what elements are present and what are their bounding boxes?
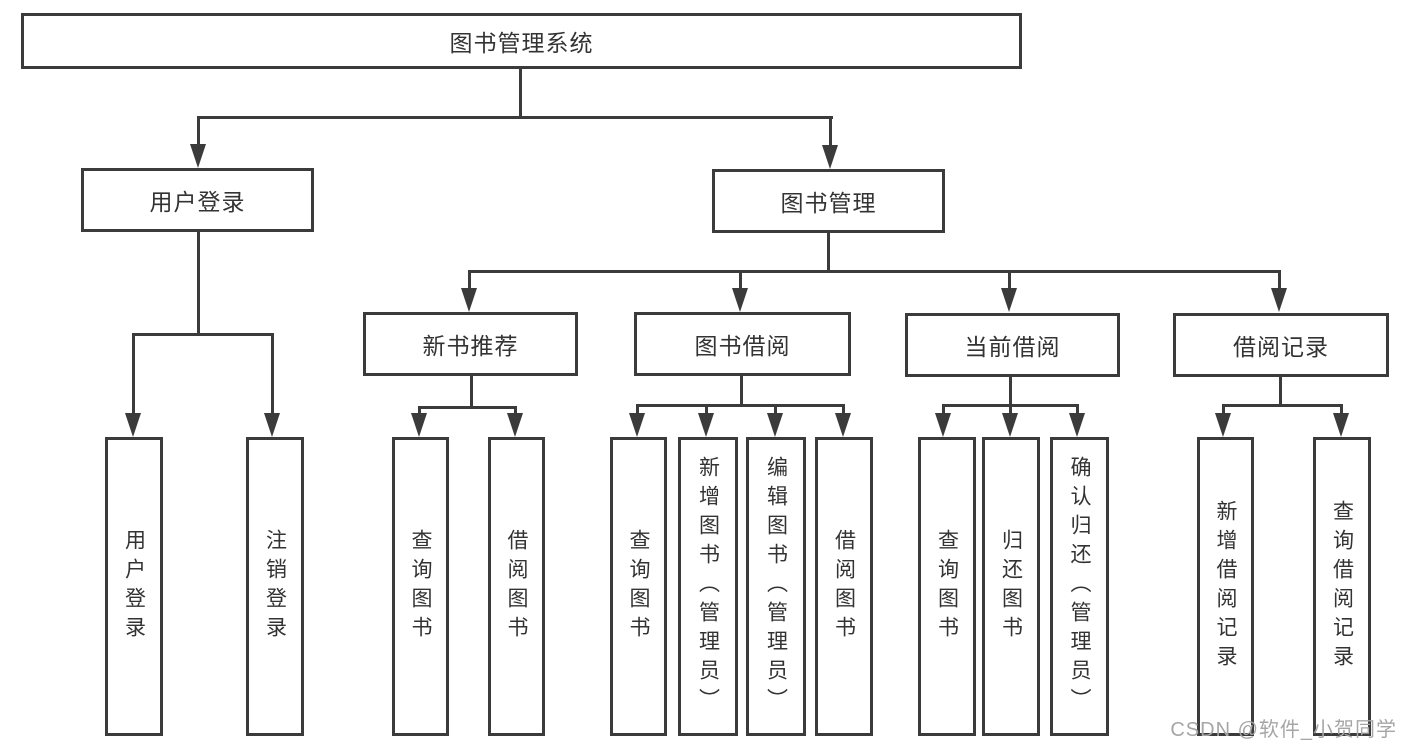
leaf-borrow-books-recommend: 借阅图书 <box>488 437 545 736</box>
arrowhead-icon <box>125 413 141 437</box>
arrowhead-icon <box>935 413 951 437</box>
node-label: 新增借阅记录 <box>1214 499 1237 674</box>
node-label: 借阅图书 <box>505 528 528 645</box>
arrowhead-icon <box>732 288 748 312</box>
node-label: 查询借阅记录 <box>1330 499 1354 674</box>
node-book-borrowing: 图书借阅 <box>634 312 851 376</box>
connector-line <box>827 233 830 273</box>
connector-line <box>1008 270 1011 300</box>
connector-line <box>519 69 522 118</box>
connector-line <box>1279 377 1282 406</box>
leaf-add-book-admin: 新增图书（管理员） <box>678 437 738 736</box>
leaf-return-book: 归还图书 <box>982 437 1040 736</box>
connector-line <box>739 270 742 300</box>
connector-line <box>197 232 200 336</box>
node-label: 确认归还（管理员） <box>1068 456 1091 717</box>
node-label: 用户登录 <box>149 189 246 215</box>
connector-line <box>197 116 833 119</box>
leaf-confirm-return-admin: 确认归还（管理员） <box>1050 437 1109 736</box>
node-library-management-system: 图书管理系统 <box>21 13 1022 69</box>
connector-line <box>468 270 471 300</box>
node-book-management: 图书管理 <box>712 169 945 233</box>
arrowhead-icon <box>190 144 206 168</box>
connector-line <box>740 376 743 406</box>
node-label: 查询图书 <box>627 528 650 645</box>
node-label: 图书借阅 <box>694 333 791 359</box>
connector-line <box>132 333 135 423</box>
node-label: 编辑图书（管理员） <box>764 456 788 717</box>
leaf-logout: 注销登录 <box>246 437 304 736</box>
connector-line <box>132 333 274 336</box>
node-new-book-recommendation: 新书推荐 <box>363 312 578 376</box>
node-label: 借阅记录 <box>1233 334 1329 360</box>
arrowhead-icon <box>698 413 714 437</box>
connector-line <box>418 406 517 409</box>
arrowhead-icon <box>1271 288 1287 312</box>
connector-line <box>197 116 200 156</box>
leaf-edit-book-admin: 编辑图书（管理员） <box>746 437 806 736</box>
arrowhead-icon <box>1002 413 1018 437</box>
arrowhead-icon <box>835 413 851 437</box>
leaf-query-books-borrowing: 查询图书 <box>610 437 667 736</box>
arrowhead-icon <box>411 413 427 437</box>
arrowhead-icon <box>1069 413 1085 437</box>
leaf-query-books-current: 查询图书 <box>918 437 976 736</box>
connector-line <box>468 270 1281 273</box>
node-label: 查询图书 <box>935 528 959 645</box>
arrowhead-icon <box>461 288 477 312</box>
connector-line <box>1278 270 1281 300</box>
arrowhead-icon <box>507 413 523 437</box>
node-label: 查询图书 <box>409 528 432 645</box>
arrowhead-icon <box>822 145 838 169</box>
connector-line <box>271 333 274 423</box>
node-label: 用户登录 <box>122 528 146 645</box>
node-user-login: 用户登录 <box>81 168 314 232</box>
node-label: 新书推荐 <box>422 333 519 359</box>
node-label: 图书管理系统 <box>449 30 594 56</box>
node-label: 注销登录 <box>263 528 287 645</box>
node-label: 当前借阅 <box>964 334 1061 360</box>
node-current-borrowing: 当前借阅 <box>905 313 1120 377</box>
arrowhead-icon <box>767 413 783 437</box>
leaf-add-borrow-record: 新增借阅记录 <box>1197 437 1254 736</box>
arrowhead-icon <box>1333 413 1349 437</box>
leaf-user-login: 用户登录 <box>105 437 163 736</box>
arrowhead-icon <box>264 413 280 437</box>
leaf-query-books-recommend: 查询图书 <box>392 437 449 736</box>
leaf-borrow-books-borrowing: 借阅图书 <box>815 437 873 736</box>
arrowhead-icon <box>1001 288 1017 312</box>
node-label: 归还图书 <box>999 528 1023 645</box>
arrowhead-icon <box>629 413 645 437</box>
node-label: 图书管理 <box>780 190 877 216</box>
node-label: 借阅图书 <box>832 528 856 645</box>
arrowhead-icon <box>1215 413 1231 437</box>
node-label: 新增图书（管理员） <box>696 456 720 717</box>
connector-line <box>636 404 845 407</box>
connector-line <box>1009 377 1012 406</box>
connector-line <box>1222 404 1343 407</box>
leaf-query-borrow-record: 查询借阅记录 <box>1313 437 1371 736</box>
csdn-watermark: CSDN @软件_小贺同学 <box>1170 719 1397 741</box>
connector-line <box>470 376 473 408</box>
connector-line <box>829 116 832 156</box>
node-borrowing-records: 借阅记录 <box>1173 313 1389 377</box>
